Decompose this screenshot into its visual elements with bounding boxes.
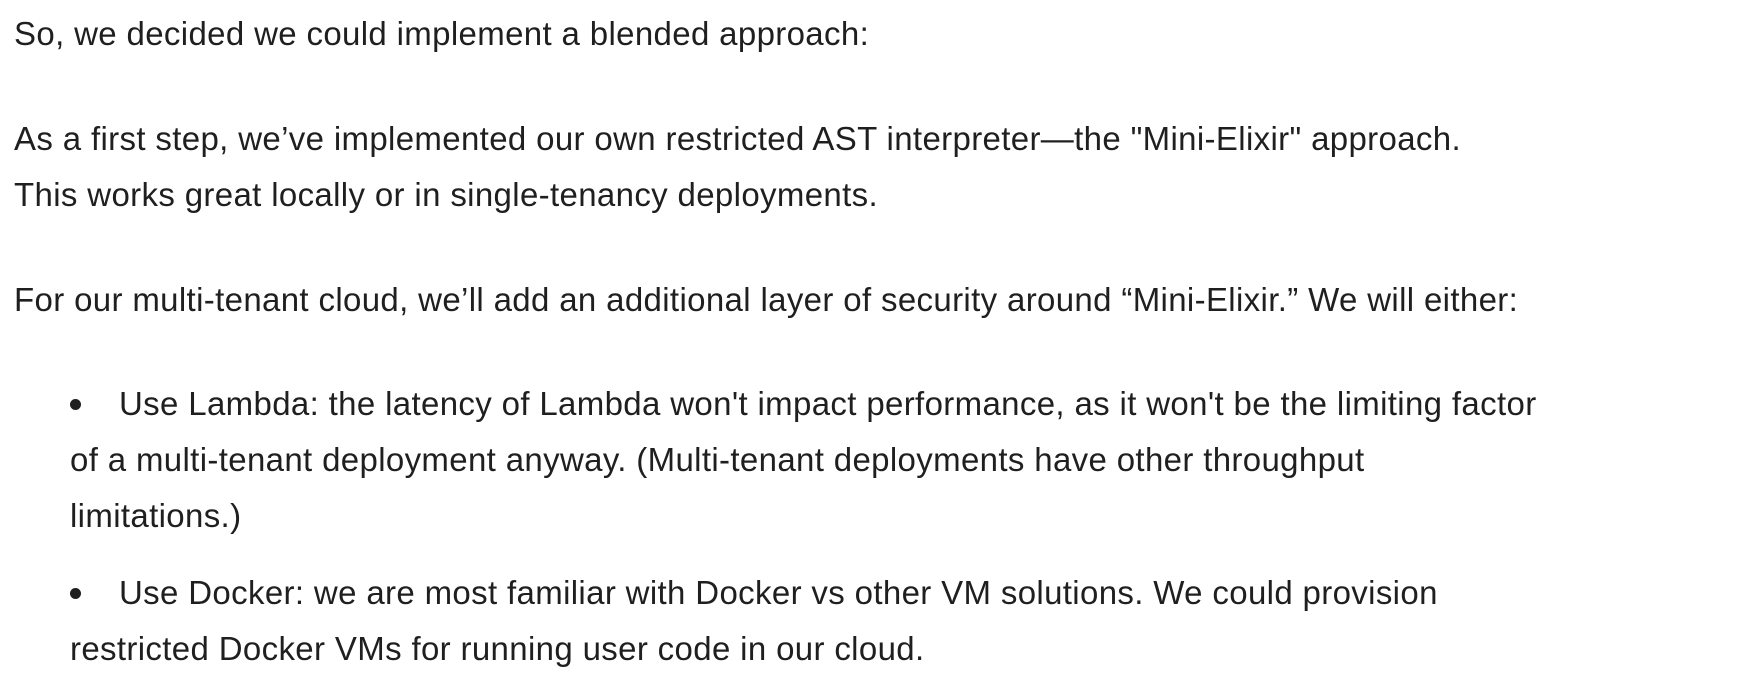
list-item-line: restricted Docker VMs for running user c… bbox=[70, 630, 925, 667]
list-item-line: Use Docker: we are most familiar with Do… bbox=[119, 574, 1438, 611]
list-item-line: limitations.) bbox=[70, 497, 242, 534]
bullet-icon bbox=[70, 588, 81, 599]
paragraph-line: This works great locally or in single-te… bbox=[14, 176, 879, 213]
paragraph-multi-tenant: For our multi-tenant cloud, we’ll add an… bbox=[14, 281, 1519, 318]
paragraph-line: As a first step, we’ve implemented our o… bbox=[14, 120, 1462, 157]
bullet-icon bbox=[70, 399, 81, 410]
intro-text: So, we decided we could implement a blen… bbox=[14, 15, 870, 52]
list-item-line: of a multi-tenant deployment anyway. (Mu… bbox=[70, 441, 1365, 478]
list-item-line: Use Lambda: the latency of Lambda won't … bbox=[119, 385, 1537, 422]
